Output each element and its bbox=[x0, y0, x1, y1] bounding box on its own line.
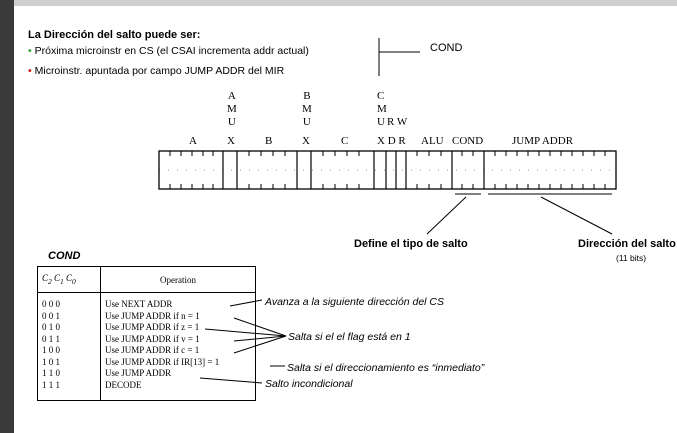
pointer-jump bbox=[540, 196, 613, 235]
label-direccion: Dirección del salto bbox=[578, 238, 676, 250]
arrow-flag-n bbox=[233, 317, 287, 337]
arrow-next bbox=[229, 299, 263, 307]
red-bullet-icon: • bbox=[28, 65, 32, 77]
field-b: B bbox=[265, 135, 273, 147]
bullet-text: Próxima microinstr en CS (el CSAI increm… bbox=[34, 45, 309, 57]
left-edge-bar bbox=[0, 0, 14, 433]
arrow-flag-v bbox=[233, 335, 287, 342]
annotation-inmediato: Salta si el direccionamiento es “inmedia… bbox=[287, 362, 485, 374]
bits-header: C2 C1 C0 bbox=[37, 266, 101, 293]
bullet-next-microinstruction: • Próxima microinstr en CS (el CSAI incr… bbox=[28, 45, 309, 57]
field-c: C bbox=[341, 135, 349, 147]
field-bmux: X bbox=[302, 135, 310, 147]
field-cmux-rd-wr: X D R bbox=[377, 135, 406, 147]
arrow-flag-z bbox=[204, 328, 287, 337]
annotation-flag: Salta si el el flag está en 1 bbox=[288, 331, 411, 343]
field-amux: X bbox=[227, 135, 235, 147]
green-bullet-icon: • bbox=[28, 45, 32, 57]
cond-bracket-label: COND bbox=[430, 42, 463, 54]
bullet-jump-addr: • Microinstr. apuntada por campo JUMP AD… bbox=[28, 65, 284, 77]
pointer-cond bbox=[426, 196, 467, 235]
annotation-next-addr: Avanza a la siguiente dirección del CS bbox=[265, 296, 444, 308]
label-define-tipo: Define el tipo de salto bbox=[354, 238, 468, 250]
top-edge-strip bbox=[14, 0, 677, 6]
field-a: A bbox=[189, 135, 197, 147]
arrow-incondicional bbox=[199, 377, 263, 384]
bullet-text: Microinstr. apuntada por campo JUMP ADDR… bbox=[34, 65, 285, 77]
section-heading: La Dirección del salto puede ser: bbox=[28, 29, 201, 41]
arrow-flag-c bbox=[233, 335, 287, 354]
cond-table-title: COND bbox=[48, 250, 81, 262]
operation-header: Operation bbox=[160, 274, 196, 285]
field-jump-addr: JUMP ADDR bbox=[512, 135, 574, 147]
field-alu: ALU bbox=[421, 135, 444, 147]
cond-table-header: C2 C1 C0 Operation bbox=[37, 266, 256, 293]
field-cond: COND bbox=[452, 135, 484, 147]
mir-register bbox=[158, 150, 617, 190]
annotation-incondicional: Salto incondicional bbox=[265, 378, 353, 390]
label-bits: (11 bits) bbox=[616, 253, 647, 263]
